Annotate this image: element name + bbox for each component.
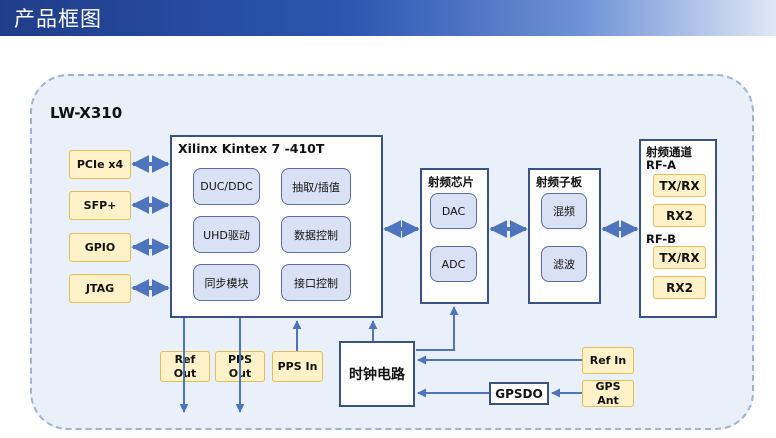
page-title: 产品框图 <box>14 7 102 31</box>
rf-a-label: RF-A <box>646 158 677 172</box>
fpga-block-uhd-driver: UHD驱动 <box>193 216 260 253</box>
clock-circuit-box: 时钟电路 <box>339 341 415 407</box>
rf-board-title: 射频子板 <box>536 175 582 189</box>
rf-b-txrx-port: TX/RX <box>653 246 706 269</box>
rf-b-label: RF-B <box>646 232 676 246</box>
rf-channel-title: 射频通道 <box>646 145 692 159</box>
gpsdo-box: GPSDO <box>489 382 549 405</box>
io-pcie: PCIe x4 <box>69 150 131 179</box>
fpga-title: Xilinx Kintex 7 -410T <box>178 141 325 156</box>
rf-b-rx2-port: RX2 <box>653 276 706 299</box>
io-pps-in: PPS In <box>272 351 323 382</box>
rf-a-rx2-port: RX2 <box>653 204 706 227</box>
fpga-block-duc-ddc: DUC/DDC <box>193 168 260 205</box>
io-gpio: GPIO <box>69 233 131 262</box>
fpga-block-interface-control: 接口控制 <box>281 264 351 301</box>
rf-a-txrx-port: TX/RX <box>653 174 706 197</box>
io-sfp: SFP+ <box>69 191 131 220</box>
io-ref-in: Ref In <box>582 347 634 374</box>
io-jtag: JTAG <box>69 274 131 303</box>
fpga-block-sync: 同步模块 <box>193 264 260 301</box>
device-name: LW-X310 <box>50 104 123 122</box>
io-gps-ant: GPS Ant <box>582 380 634 407</box>
rf-board-filter: 滤波 <box>541 246 587 282</box>
rf-board-mixer: 混频 <box>541 193 587 229</box>
fpga-block-decimation: 抽取/插值 <box>281 168 351 205</box>
rf-chip-dac: DAC <box>430 193 477 229</box>
fpga-block-data-control: 数据控制 <box>281 216 351 253</box>
clock-rfchip-arrow <box>416 306 459 351</box>
page-header-bar <box>0 0 776 36</box>
rf-chip-title: 射频芯片 <box>428 175 474 189</box>
rf-chip-adc: ADC <box>430 246 477 282</box>
